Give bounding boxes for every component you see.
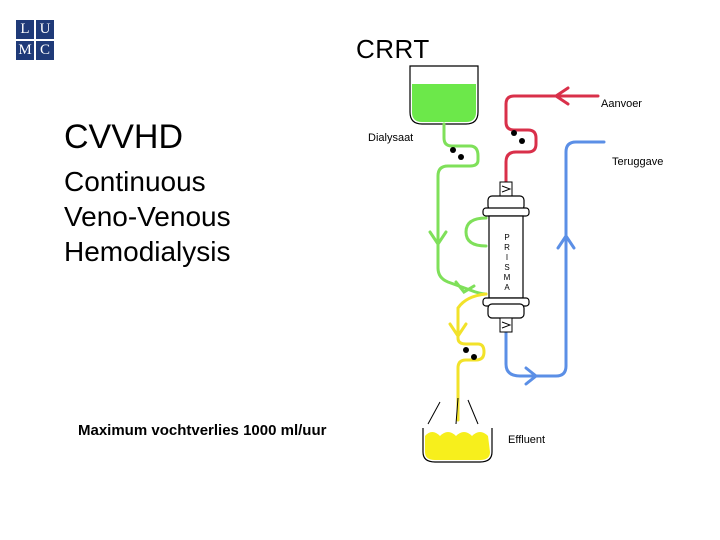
pump-dot: [471, 354, 477, 360]
effluent-arrow-head: [448, 322, 468, 339]
effluent-line: [448, 292, 488, 422]
pump-dot: [458, 154, 464, 160]
heading-cvvhd: CVVHD: [64, 118, 184, 156]
effluent-container: [422, 397, 493, 463]
fluid-loss-note: Maximum vochtverlies 1000 ml/uur: [78, 422, 327, 439]
dialysate-tube: [436, 122, 488, 296]
dialysate-line: [428, 122, 488, 296]
subheading: Continuous Veno-Venous Hemodialysis: [64, 164, 231, 269]
slide-title: CRRT: [356, 34, 430, 64]
subheading-line: Veno-Venous: [64, 201, 231, 232]
pump-dot: [463, 347, 469, 353]
dialysate-arrow-head: [428, 230, 448, 247]
filter-dialysate-outlet: [464, 216, 488, 248]
label-effluent: Effluent: [508, 434, 546, 446]
logo-letter-l: L: [16, 20, 34, 39]
drip-marks: [427, 397, 479, 425]
arterial-line: [504, 86, 600, 188]
return-arrow-head: [524, 366, 539, 386]
return-arrow-head: [556, 233, 576, 250]
return-line: [504, 140, 606, 386]
label-dialysaat: Dialysaat: [368, 132, 414, 144]
filter-letter: A: [504, 283, 510, 292]
return-tube: [504, 140, 606, 378]
arterial-tube: [504, 94, 600, 188]
logo-letter-u: U: [36, 20, 54, 39]
lumc-logo: L U M C: [16, 20, 56, 62]
dialysate-bag: [409, 65, 479, 125]
label-teruggave: Teruggave: [612, 156, 664, 168]
subheading-line: Continuous: [64, 166, 206, 197]
pump-dot: [450, 147, 456, 153]
filter-letter: M: [504, 273, 511, 282]
label-aanvoer: Aanvoer: [601, 98, 642, 110]
arterial-arrow-head: [553, 86, 570, 106]
pump-dot: [511, 130, 517, 136]
logo-letter-m: M: [16, 41, 34, 60]
filter-letter: R: [504, 243, 510, 252]
filter-letter: P: [504, 233, 509, 242]
logo-letter-c: C: [36, 41, 54, 60]
filter-letter: I: [506, 253, 508, 262]
filter-letter: S: [504, 263, 509, 272]
effluent-tube: [456, 292, 488, 422]
subheading-line: Hemodialysis: [64, 236, 231, 267]
pump-dot: [519, 138, 525, 144]
dialysate-arrow-head: [454, 280, 476, 294]
pump-markers: [450, 130, 525, 360]
